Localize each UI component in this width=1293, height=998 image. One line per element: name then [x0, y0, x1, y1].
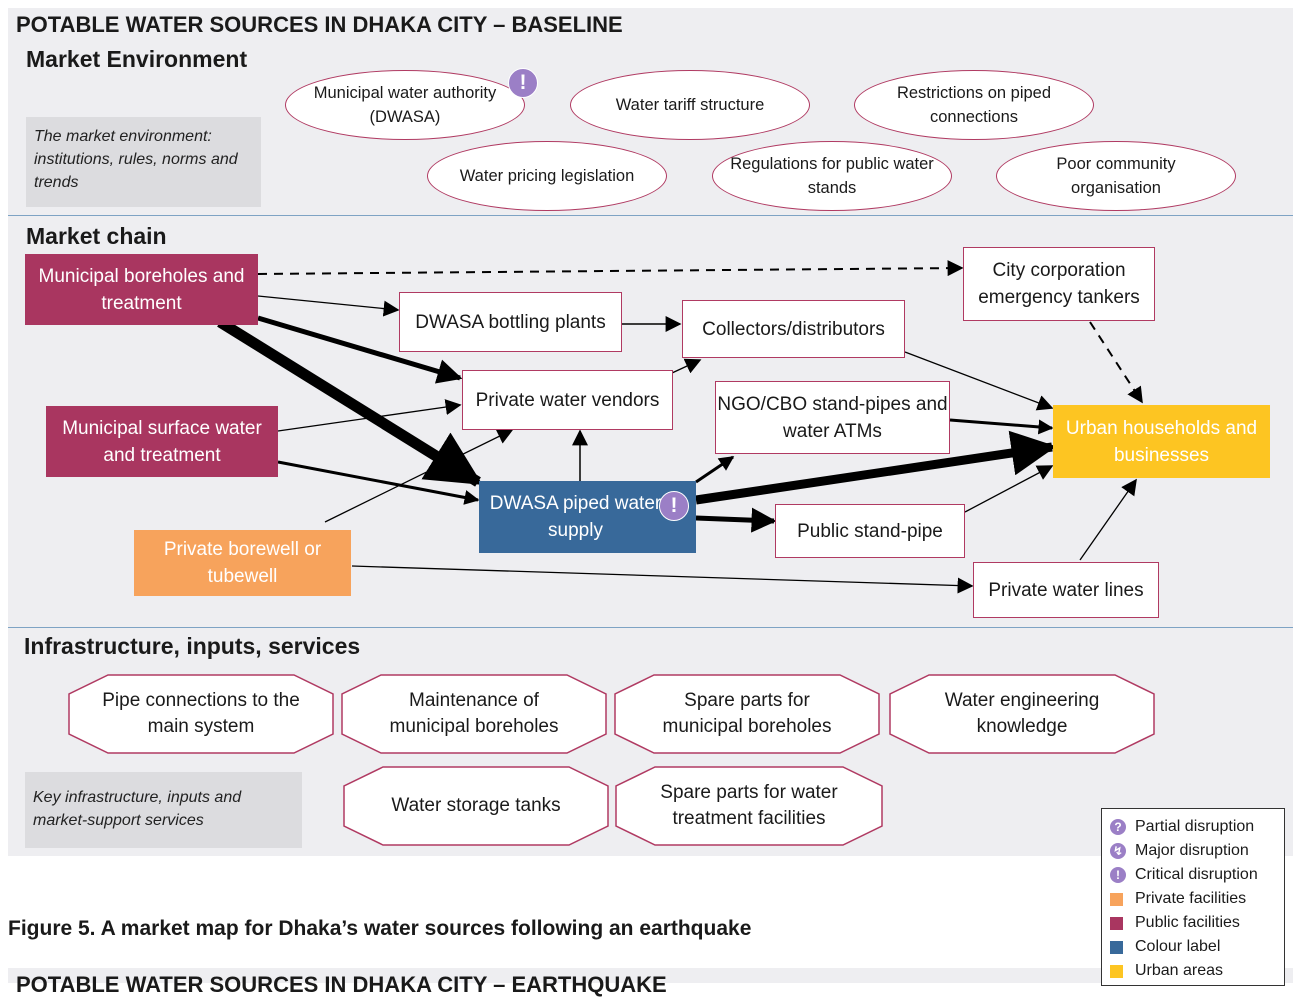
node-municipal-boreholes: Municipal boreholes and treatment: [25, 254, 258, 325]
figure-caption: Figure 5. A market map for Dhaka’s water…: [8, 917, 752, 940]
diagram-title: POTABLE WATER SOURCES IN DHAKA CITY – BA…: [16, 12, 623, 37]
infra-item-engineering: Water engineering knowledge: [889, 674, 1155, 754]
arrow: [257, 315, 463, 384]
legend-item: Urban areas: [1110, 959, 1276, 983]
orange-swatch: [1110, 892, 1123, 906]
arrow: [695, 430, 1057, 505]
arrow: [1079, 478, 1137, 561]
lightning-icon: ↯: [1110, 843, 1126, 859]
node-private-vendors: Private water vendors: [462, 370, 673, 430]
arrow: [277, 399, 462, 432]
arrow: [695, 507, 777, 533]
infra-item-pipe-connections: Pipe connections to the main system: [68, 674, 334, 754]
market-chain-heading: Market chain: [26, 223, 167, 249]
node-emergency-tankers: City corporation emergency tankers: [963, 247, 1155, 321]
node-collectors: Collectors/distributors: [682, 300, 905, 358]
infra-item-spare-parts-treatment: Spare parts for water treatment faciliti…: [615, 766, 883, 846]
arrow: [277, 460, 480, 505]
arrow: [949, 418, 1054, 435]
infrastructure-note: Key infrastructure, inputs and market-su…: [25, 772, 302, 848]
node-private-borewell: Private borewell or tubewell: [134, 530, 351, 596]
legend-item: Colour label: [1110, 935, 1276, 959]
arrow: [257, 260, 964, 277]
arrow: [1089, 321, 1143, 404]
infrastructure-heading: Infrastructure, inputs, services: [24, 633, 361, 659]
arrow: [964, 465, 1054, 513]
next-diagram-title: POTABLE WATER SOURCES IN DHAKA CITY – EA…: [16, 972, 667, 997]
divider: [8, 215, 1293, 216]
env-item-regulations: Regulations for public water stands: [712, 141, 952, 211]
arrow: [257, 295, 400, 317]
legend: ? Partial disruption ↯ Major disruption …: [1101, 808, 1285, 986]
arrow: [904, 351, 1054, 411]
blue-swatch: [1110, 940, 1123, 954]
infra-item-spare-parts-boreholes: Spare parts for municipal boreholes: [614, 674, 880, 754]
node-urban-households: Urban households and businesses: [1053, 405, 1270, 478]
maroon-swatch: [1110, 916, 1123, 930]
legend-item: ! Critical disruption: [1110, 863, 1276, 887]
node-municipal-surface-water: Municipal surface water and treatment: [46, 406, 278, 477]
critical-disruption-icon: !: [659, 491, 689, 521]
infra-item-maintenance: Maintenance of municipal boreholes: [341, 674, 607, 754]
legend-item: ↯ Major disruption: [1110, 839, 1276, 863]
node-private-water-lines: Private water lines: [973, 562, 1159, 618]
legend-item: ? Partial disruption: [1110, 815, 1276, 839]
divider: [8, 627, 1293, 628]
env-item-tariff: Water tariff structure: [570, 70, 810, 140]
node-dwasa-bottling: DWASA bottling plants: [399, 292, 622, 352]
exclamation-icon: !: [1110, 867, 1126, 883]
node-dwasa-piped: DWASA piped water supply: [479, 481, 696, 553]
arrow: [324, 429, 514, 523]
arrow: [671, 358, 702, 374]
env-item-dwasa: Municipal water authority (DWASA): [285, 70, 525, 140]
next-diagram-panel: [8, 968, 1293, 983]
legend-item: Public facilities: [1110, 911, 1276, 935]
question-icon: ?: [1110, 819, 1126, 835]
market-environment-note: The market environment: institutions, ru…: [26, 117, 261, 207]
arrow: [217, 317, 483, 487]
yellow-swatch: [1110, 964, 1123, 978]
env-item-restrictions: Restrictions on piped connections: [854, 70, 1094, 140]
infra-item-storage-tanks: Water storage tanks: [343, 766, 609, 846]
legend-item: Private facilities: [1110, 887, 1276, 911]
critical-disruption-icon: !: [508, 68, 538, 98]
arrow: [351, 565, 974, 594]
node-ngo-standpipes: NGO/CBO stand-pipes and water ATMs: [715, 381, 950, 454]
arrow: [695, 455, 735, 484]
market-environment-heading: Market Environment: [26, 46, 248, 72]
node-public-standpipe: Public stand-pipe: [775, 504, 965, 558]
env-item-community: Poor community organisation: [996, 141, 1236, 211]
env-item-pricing: Water pricing legislation: [427, 141, 667, 211]
